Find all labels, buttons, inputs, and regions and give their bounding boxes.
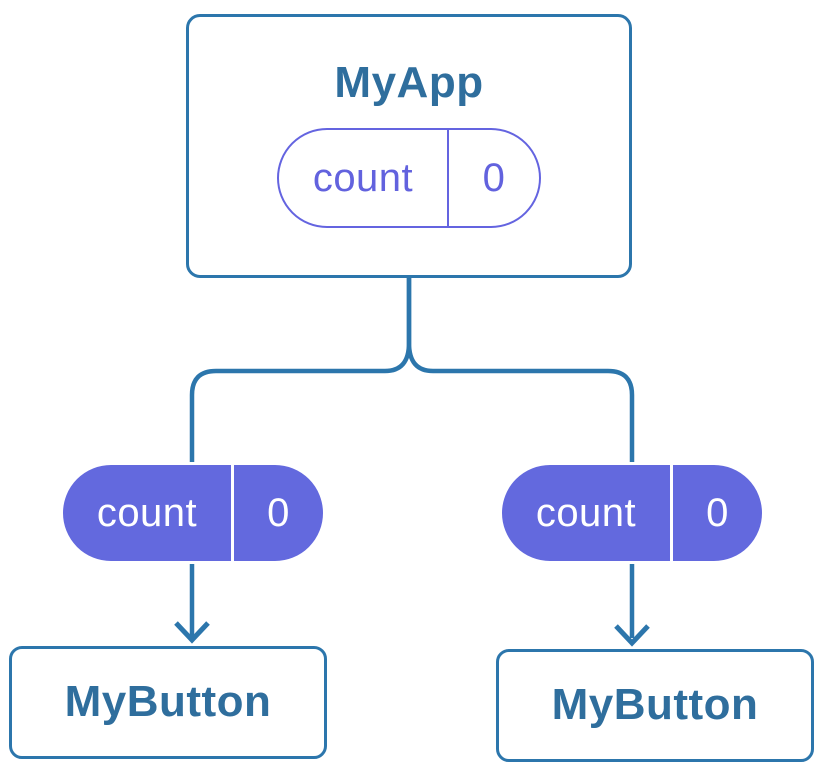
left-prop-pill: count 0 xyxy=(60,462,326,564)
arrowhead-down-icon xyxy=(174,621,210,644)
state-pill-label: count xyxy=(312,155,414,200)
mybutton-title: MyButton xyxy=(551,680,759,730)
prop-pill-value: 0 xyxy=(706,490,729,535)
connector-left-branch xyxy=(189,278,412,638)
prop-pill-label: count xyxy=(96,490,198,535)
arrowhead-down-icon xyxy=(614,624,650,647)
pill-divider xyxy=(231,465,234,561)
mybutton-title: MyButton xyxy=(64,677,272,727)
prop-pill-label: count xyxy=(535,490,637,535)
mybutton-card-right: MyButton xyxy=(496,649,814,762)
prop-pill-value: 0 xyxy=(267,490,290,535)
myapp-state-pill: count 0 xyxy=(277,128,541,228)
myapp-title: MyApp xyxy=(334,58,484,107)
connector-right-branch xyxy=(406,278,635,638)
state-pill-value: 0 xyxy=(482,155,506,200)
right-prop-pill: count 0 xyxy=(499,462,765,564)
pill-divider xyxy=(670,465,673,561)
pill-divider xyxy=(447,130,449,226)
mybutton-card-left: MyButton xyxy=(9,646,327,759)
